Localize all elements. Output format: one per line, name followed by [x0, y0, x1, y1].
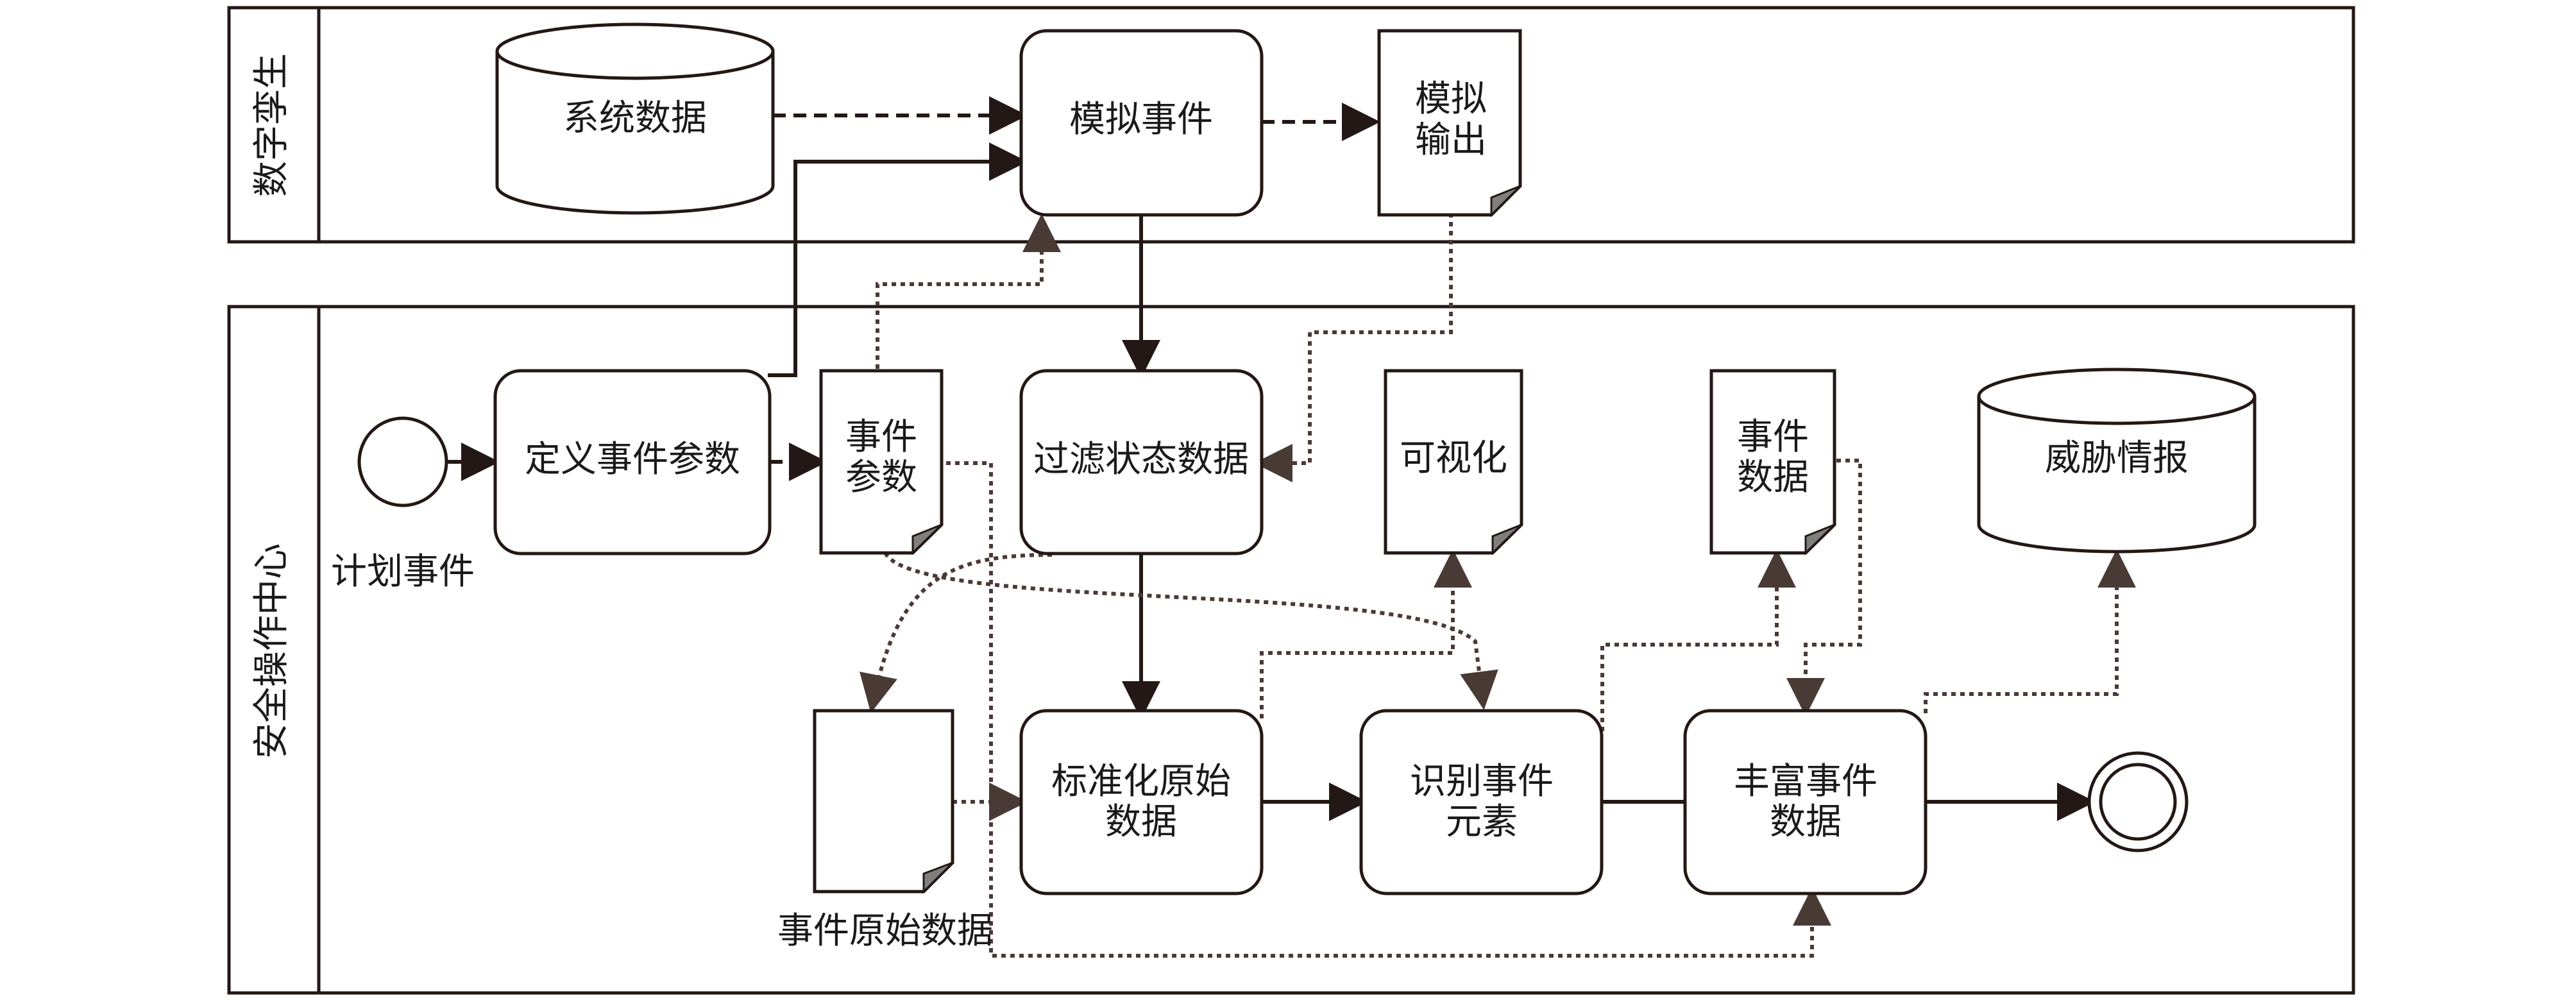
task-normalize-raw: 标准化原始 数据 — [1019, 709, 1264, 895]
task-normalize-raw-line1: 标准化原始 — [1051, 761, 1231, 802]
datastore-threat-intel-label: 威胁情报 — [2045, 437, 2189, 479]
task-normalize-raw-line2: 数据 — [1105, 801, 1177, 843]
lane-title-digital-twin: 数字孪生 — [251, 53, 292, 197]
task-simulate-event: 模拟事件 — [1019, 29, 1264, 217]
flow-normalize-to-visualize — [1260, 549, 1472, 718]
doc-visualize: 可视化 — [1384, 369, 1523, 555]
lane-digital-twin: 数字孪生 — [227, 6, 2355, 244]
doc-raw-event-data: 事件原始数据 — [777, 709, 993, 952]
flow-params-to-enrich — [946, 461, 1831, 958]
start-event-plan-label: 计划事件 — [331, 551, 475, 593]
doc-event-params-line1: 事件 — [845, 416, 917, 458]
flow-identify-to-event-data — [1600, 549, 1796, 731]
task-define-params-label: 定义事件参数 — [525, 439, 740, 480]
doc-event-params: 事件 参数 — [819, 369, 944, 555]
task-identify-elements-line1: 识别事件 — [1410, 761, 1554, 802]
flow-params-to-simulate — [876, 214, 1061, 369]
connectors — [447, 96, 2136, 958]
doc-simulated-output-line2: 输出 — [1415, 119, 1487, 161]
doc-event-data-line2: 数据 — [1737, 457, 1809, 498]
task-identify-elements-line2: 元素 — [1446, 801, 1518, 843]
doc-simulated-output: 模拟 输出 — [1377, 29, 1522, 217]
task-define-params: 定义事件参数 — [493, 369, 772, 555]
datastore-system-data: 系统数据 — [495, 22, 775, 215]
datastore-threat-intel: 威胁情报 — [1977, 368, 2257, 554]
doc-event-data-line1: 事件 — [1737, 416, 1809, 458]
flow-event-data-to-enrich — [1786, 459, 1862, 716]
flow-define-to-simulate — [768, 142, 1028, 377]
task-identify-elements: 识别事件 元素 — [1359, 709, 1604, 895]
flow-output-to-filter — [1254, 213, 1453, 482]
task-enrich-data: 丰富事件 数据 — [1683, 709, 1928, 895]
flow-params-to-identify — [883, 552, 1498, 710]
flow-enrich-to-threat — [1924, 549, 2136, 713]
task-enrich-data-line1: 丰富事件 — [1734, 761, 1877, 802]
lane-title-soc: 安全操作中心 — [251, 543, 292, 759]
lane-security-operations-center: 安全操作中心 — [227, 305, 2355, 995]
doc-event-data: 事件 数据 — [1709, 369, 1836, 555]
task-filter-state: 过滤状态数据 — [1019, 369, 1264, 555]
flow-filter-to-raw-doc — [860, 553, 1053, 713]
task-simulate-event-label: 模拟事件 — [1069, 99, 1213, 140]
start-event-plan: 计划事件 — [331, 416, 475, 593]
end-event — [2087, 751, 2189, 852]
datastore-system-data-label: 系统数据 — [563, 97, 707, 139]
task-filter-state-label: 过滤状态数据 — [1033, 439, 1249, 480]
task-enrich-data-line2: 数据 — [1770, 801, 1842, 843]
doc-simulated-output-line1: 模拟 — [1415, 78, 1487, 120]
doc-visualize-label: 可视化 — [1400, 437, 1507, 479]
doc-event-params-line2: 参数 — [845, 457, 917, 498]
doc-raw-event-data-label: 事件原始数据 — [777, 910, 993, 952]
